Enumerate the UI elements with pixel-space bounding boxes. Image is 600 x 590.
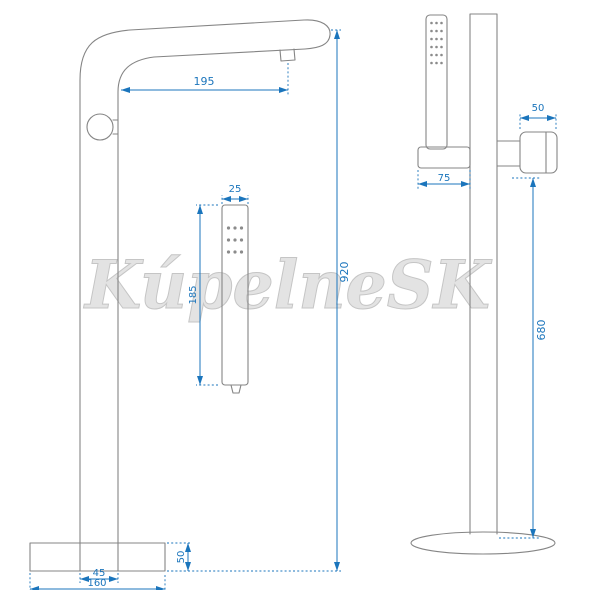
dim-label-overall-height: 920 [338, 262, 351, 283]
handshower-holder [417, 146, 471, 169]
front-view-dimensions: 195 920 25 185 45 160 50 [29, 29, 351, 590]
front-view [29, 19, 331, 572]
dim-label-spout-width: 50 [532, 103, 545, 114]
faucet-body-outline [79, 19, 331, 544]
column-side [469, 13, 498, 535]
dim-label-base-inner: 45 [93, 568, 106, 579]
watermark-text: KúpelneSK [83, 246, 493, 324]
handshower-side [425, 14, 448, 150]
side-view-dimensions: 75 50 680 [417, 103, 557, 539]
handshower-spray-holes [226, 226, 244, 254]
spout-side-head [519, 131, 558, 174]
dim-label-spout-reach: 195 [194, 75, 215, 88]
handle-stem [112, 119, 119, 135]
dim-label-column-height: 680 [535, 320, 548, 341]
spout-side-neck [496, 140, 521, 167]
handshower-side-spray-holes [430, 21, 443, 65]
dim-label-handshower-length: 185 [188, 285, 199, 304]
dim-label-base-width: 160 [87, 578, 106, 589]
dim-label-handshower-width: 25 [229, 184, 242, 195]
base-front [29, 542, 166, 572]
dim-label-base-height: 50 [176, 551, 187, 564]
handle-knob [86, 113, 114, 141]
handshower-outlet [230, 384, 242, 394]
base-side [410, 531, 556, 555]
handshower-front [221, 204, 249, 386]
side-view [410, 13, 558, 555]
dim-label-handshower-offset: 75 [438, 173, 451, 184]
spout-nozzle [279, 48, 296, 62]
